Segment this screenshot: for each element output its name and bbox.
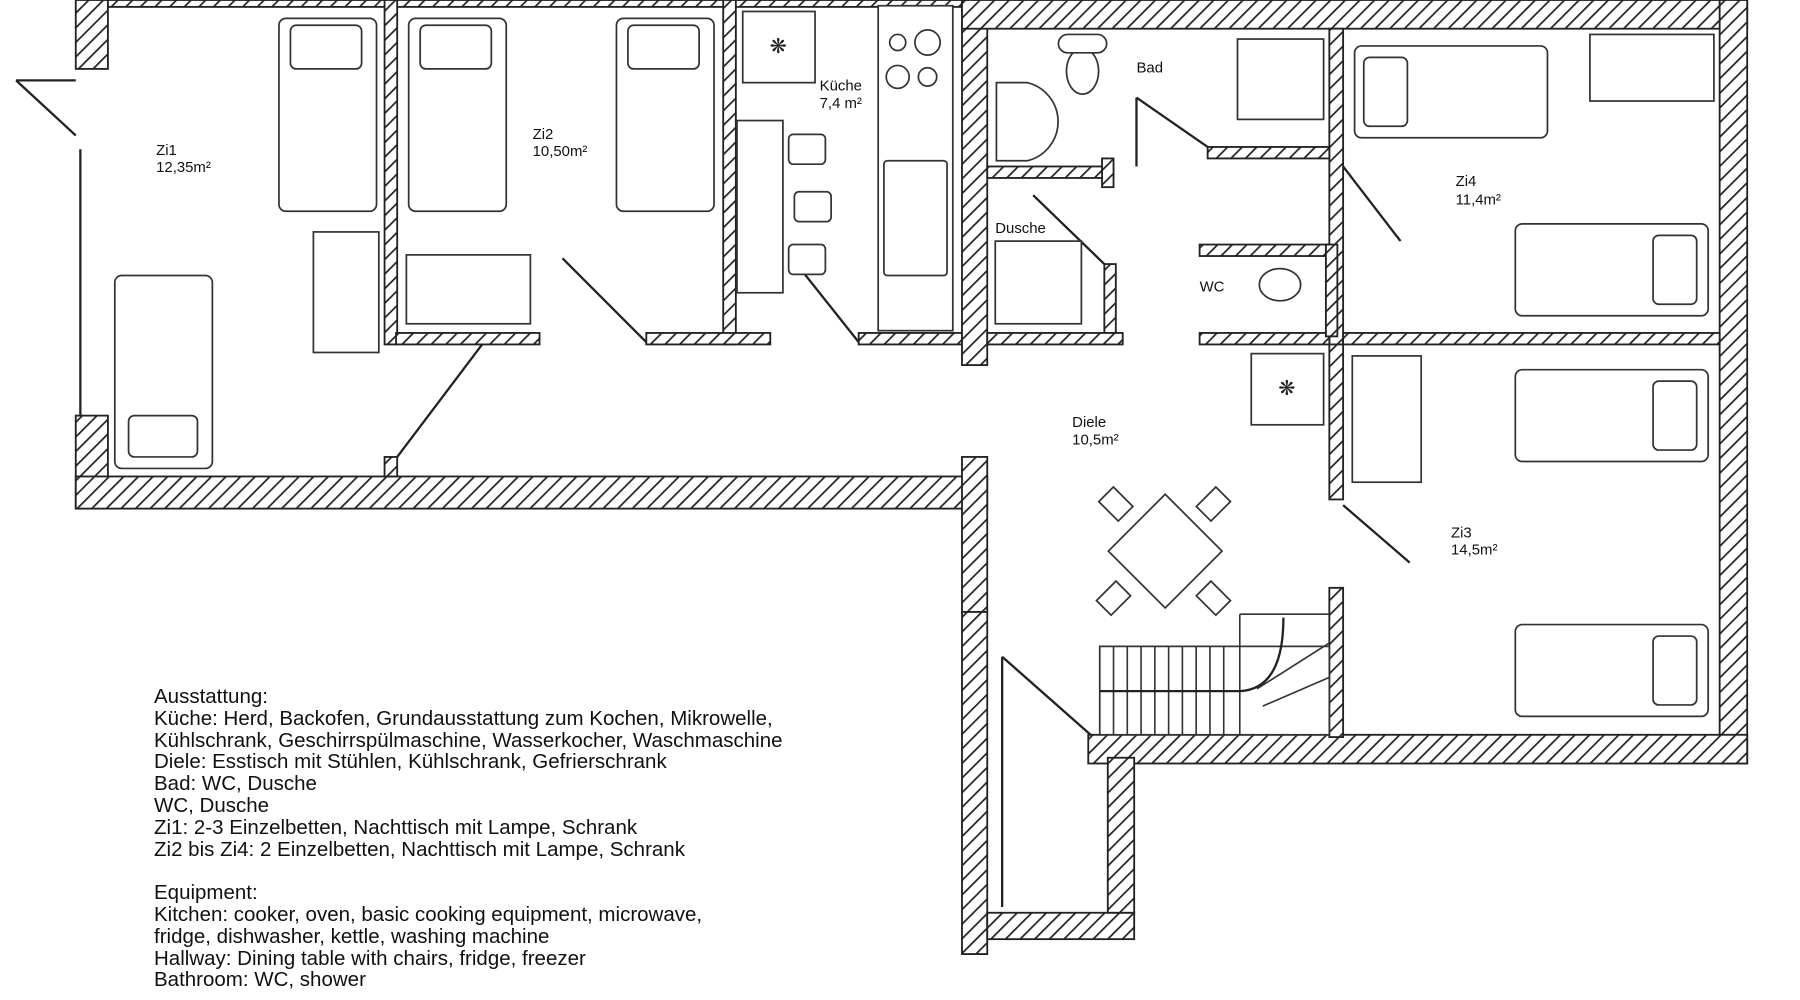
- room-area-diele: 10,5m²: [1072, 431, 1118, 448]
- wardrobe-icon: [312, 231, 380, 354]
- room-name-kueche: Küche: [820, 78, 862, 95]
- washbasin-icon: [995, 81, 1059, 162]
- notes-en-line: Bathroom: WC, shower: [154, 968, 366, 992]
- room-name-bad: Bad: [1136, 59, 1163, 76]
- toilet-icon: [1065, 47, 1100, 96]
- room-area-zi1: 12,35m²: [156, 159, 211, 176]
- svg-text:❋: ❋: [1278, 377, 1295, 400]
- room-name-dusche: Dusche: [995, 220, 1046, 237]
- room-area-zi3: 14,5m²: [1451, 542, 1497, 559]
- svg-text:❋: ❋: [770, 35, 787, 58]
- staircase-icon: [1098, 613, 1331, 736]
- fridge-icon: [741, 10, 816, 84]
- bed-icon: [1514, 368, 1710, 463]
- notes-de-line: Bad: WC, Dusche: [154, 772, 317, 796]
- notes-de-line: Kühlschrank, Geschirrspülmaschine, Wasse…: [154, 728, 783, 752]
- wardrobe-icon: [1589, 33, 1715, 102]
- wardrobe-icon: [405, 254, 532, 325]
- notes-en-line: Hallway: Dining table with chairs, fridg…: [154, 946, 586, 970]
- room-name-zi3: Zi3: [1451, 524, 1472, 541]
- notes-de-line: Küche: Herd, Backofen, Grundausstattung …: [154, 706, 773, 730]
- notes-en-line: fridge, dishwasher, kettle, washing mach…: [154, 924, 550, 948]
- room-area-zi4: 11,4m²: [1456, 191, 1501, 208]
- wardrobe-icon: [1351, 355, 1423, 484]
- table-icon: [736, 119, 784, 294]
- bed-icon: [615, 17, 715, 213]
- equipment-notes: Ausstattung: Küche: Herd, Backofen, Grun…: [154, 686, 783, 991]
- shower-tray-icon: [994, 240, 1083, 325]
- notes-en-line: Kitchen: cooker, oven, basic cooking equ…: [154, 902, 703, 926]
- bed-icon: [1514, 623, 1710, 718]
- room-name-zi4: Zi4: [1456, 173, 1477, 190]
- room-area-kueche: 7,4 m²: [820, 95, 862, 112]
- shower-tray-icon: [1236, 38, 1325, 121]
- room-name-diele: Diele: [1072, 414, 1106, 431]
- notes-de-line: Zi2 bis Zi4: 2 Einzelbetten, Nachttisch …: [154, 837, 685, 861]
- fridge-icon: [1250, 352, 1325, 426]
- bed-icon: [113, 274, 214, 470]
- room-name-zi1: Zi1: [156, 142, 177, 159]
- bed-icon: [1514, 223, 1710, 317]
- bed-icon: [278, 17, 378, 213]
- walls: [74, 0, 1749, 955]
- room-area-zi2: 10,50m²: [533, 143, 588, 160]
- notes-de-line: Diele: Esstisch mit Stühlen, Kühlschrank…: [154, 750, 667, 774]
- toilet-icon: [1258, 267, 1302, 302]
- notes-de-line: WC, Dusche: [154, 793, 270, 817]
- dining-table-icon: [1107, 493, 1224, 610]
- sink-icon: [883, 159, 948, 277]
- notes-de-title: Ausstattung:: [154, 685, 268, 708]
- bed-icon: [1353, 45, 1549, 139]
- doors: [15, 79, 1411, 908]
- furniture: ❋ ❋: [113, 4, 1715, 736]
- room-name-zi2: Zi2: [533, 126, 554, 143]
- notes-en-title: Equipment:: [154, 881, 258, 905]
- notes-de-line: Zi1: 2-3 Einzelbetten, Nachttisch mit La…: [154, 815, 638, 839]
- bed-icon: [407, 17, 508, 213]
- room-name-wc: WC: [1200, 279, 1225, 296]
